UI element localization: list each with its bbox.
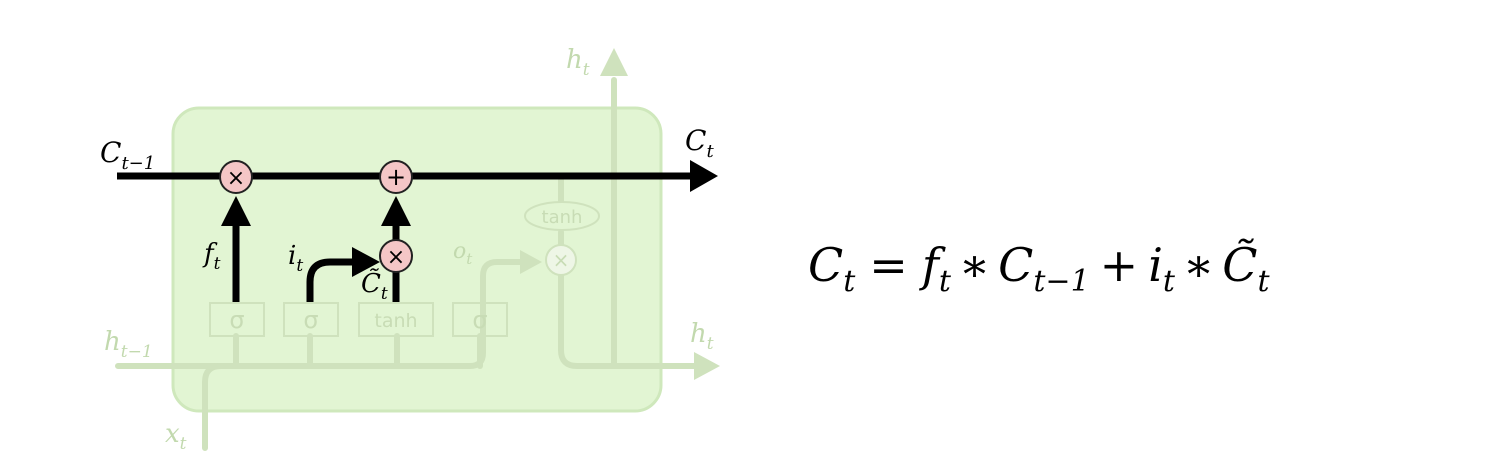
eq-c-tilde: C̃	[1222, 238, 1257, 292]
eq-c-tilde-sub: t	[1257, 264, 1270, 299]
sigma-input-box	[283, 302, 339, 337]
input-multiply-op	[379, 239, 413, 273]
eq-star-1: ∗	[959, 238, 990, 292]
cell-add-symbol: +	[386, 163, 406, 191]
h-prev-label: ht−1	[104, 327, 153, 362]
faded-paths	[115, 77, 703, 451]
output-to-ht-line	[558, 272, 703, 369]
tanh-candidate-box	[358, 302, 434, 337]
forget-multiply-symbol: ×	[227, 166, 245, 191]
eq-star-2: ∗	[1183, 238, 1214, 292]
eq-lhs-c: C	[808, 238, 843, 292]
sigma-input-label: σ	[303, 306, 318, 334]
input-to-add-arrowhead	[381, 196, 411, 226]
input-multiply-symbol: ×	[387, 245, 405, 270]
tanh-candidate-label: tanh	[374, 310, 417, 332]
tanh-output-label: tanh	[542, 207, 583, 228]
c-tilde-label: C̃t	[361, 268, 388, 304]
h-t-top-label: ht	[566, 45, 590, 80]
output-gate-arrowhead	[520, 250, 542, 274]
output-multiply-symbol: ×	[553, 248, 570, 272]
i-t-label: it	[288, 241, 303, 276]
c-t-label: Ct	[685, 124, 714, 162]
c-prev-label: Ct−1	[100, 136, 155, 174]
forget-gate-arrowhead	[221, 196, 251, 226]
ht-right-arrowhead	[694, 352, 720, 380]
h-t-right-label: ht	[690, 319, 714, 354]
eq-equals: =	[869, 238, 908, 292]
sigma-forget-box	[209, 302, 265, 337]
eq-c-prev-sub: t−1	[1033, 264, 1089, 299]
cell-state-equation: Ct=ft∗Ct−1+it∗C̃t	[808, 238, 1270, 299]
forget-multiply-op	[219, 160, 253, 194]
input-gate-line	[306, 258, 356, 302]
gate-boxes	[209, 302, 508, 337]
output-multiply-op	[545, 244, 577, 276]
tanh-output-ellipse	[524, 201, 600, 231]
x-input-line	[202, 363, 224, 451]
eq-i-sub: t	[1163, 264, 1176, 299]
cell-state-arrowhead	[690, 160, 718, 192]
sigma-output-label: σ	[472, 306, 487, 334]
ht-top-arrowhead	[600, 48, 628, 76]
h-prev-bus-line	[115, 259, 528, 369]
eq-lhs-sub: t	[843, 264, 856, 299]
eq-i: i	[1148, 238, 1163, 292]
o-t-label: ot	[453, 239, 473, 268]
eq-f-sub: t	[939, 264, 952, 299]
input-gate-arrowhead	[352, 247, 380, 277]
sigma-output-box	[452, 302, 508, 337]
eq-c-prev: C	[998, 238, 1033, 292]
cell-add-op	[379, 160, 413, 194]
eq-plus: +	[1100, 238, 1139, 292]
sigma-forget-label: σ	[229, 306, 244, 334]
x-t-label: xt	[165, 419, 187, 454]
